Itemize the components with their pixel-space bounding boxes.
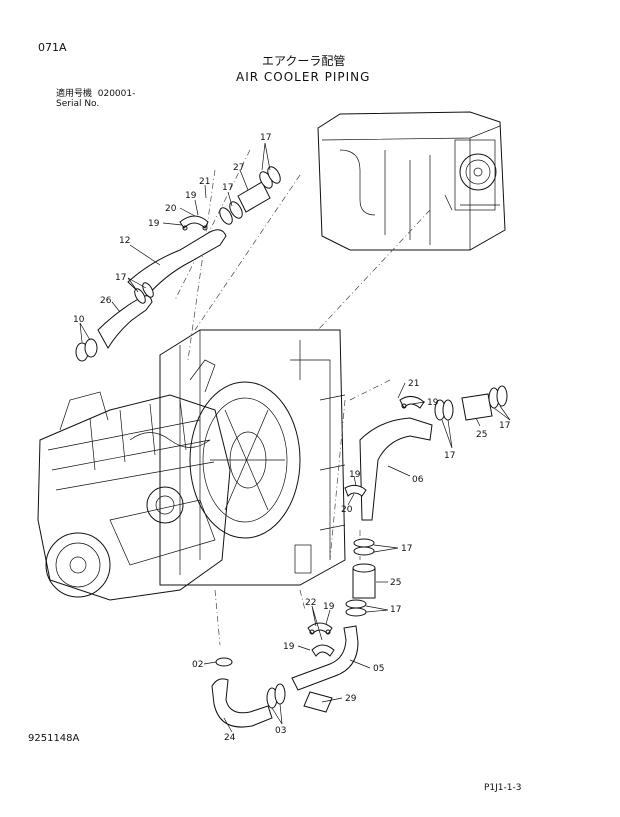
page-code: 071A bbox=[38, 41, 67, 54]
serial-label-en: Serial No. bbox=[56, 99, 100, 109]
callout-label: 06 bbox=[412, 475, 424, 485]
callout-label: 21 bbox=[199, 177, 210, 187]
serial-info: 適用号機 020001- Serial No. bbox=[56, 89, 135, 109]
callout-label: 26 bbox=[100, 296, 112, 306]
leader-lines bbox=[79, 142, 511, 733]
title-english: AIR COOLER PIPING bbox=[236, 70, 371, 84]
callout-label: 17 bbox=[390, 605, 401, 615]
callout-label: 17 bbox=[115, 273, 126, 283]
callout-label: 22 bbox=[305, 598, 316, 608]
callout-label: 17 bbox=[260, 133, 271, 143]
callout-label: 12 bbox=[119, 236, 130, 246]
callout-label: 25 bbox=[476, 430, 487, 440]
page-reference: P1J1-1-3 bbox=[484, 783, 522, 793]
serial-label-jp: 適用号機 bbox=[56, 89, 93, 99]
callout-label: 17 bbox=[401, 544, 412, 554]
callout-label: 05 bbox=[373, 664, 384, 674]
callout-label: 17 bbox=[499, 421, 510, 431]
callout-label: 27 bbox=[233, 163, 244, 173]
figure-number: 9251148A bbox=[28, 733, 80, 744]
callout-label: 19 bbox=[427, 398, 439, 408]
callout-label: 19 bbox=[283, 642, 295, 652]
callout-label: 24 bbox=[224, 733, 236, 743]
radiator-frame-illustration bbox=[159, 329, 346, 586]
callout-label: 20 bbox=[341, 505, 353, 515]
callout-label: 25 bbox=[390, 578, 401, 588]
right-hose-group bbox=[344, 385, 508, 617]
title-japanese: エアクーラ配管 bbox=[262, 54, 346, 68]
callout-label: 21 bbox=[408, 379, 419, 389]
engine-illustration bbox=[37, 359, 231, 601]
serial-value: 020001- bbox=[97, 89, 136, 99]
callout-label: 29 bbox=[345, 694, 357, 704]
callout-label: 17 bbox=[222, 183, 233, 193]
callout-label: 19 bbox=[323, 602, 335, 612]
callout-label: 20 bbox=[165, 204, 177, 214]
center-lines bbox=[174, 149, 431, 646]
callout-label: 17 bbox=[444, 451, 455, 461]
callout-label: 19 bbox=[349, 470, 361, 480]
callout-labels: 17 27 21 17 19 20 19 12 17 26 10 21 19 2… bbox=[73, 133, 510, 743]
callout-label: 19 bbox=[148, 219, 160, 229]
callout-label: 03 bbox=[275, 726, 286, 736]
lower-pipe-group bbox=[211, 622, 359, 728]
upper-hose-group bbox=[75, 166, 281, 362]
cooler-assembly-illustration bbox=[317, 111, 506, 251]
callout-label: 10 bbox=[73, 315, 85, 325]
callout-label: 02 bbox=[192, 660, 203, 670]
callout-label: 19 bbox=[185, 191, 197, 201]
